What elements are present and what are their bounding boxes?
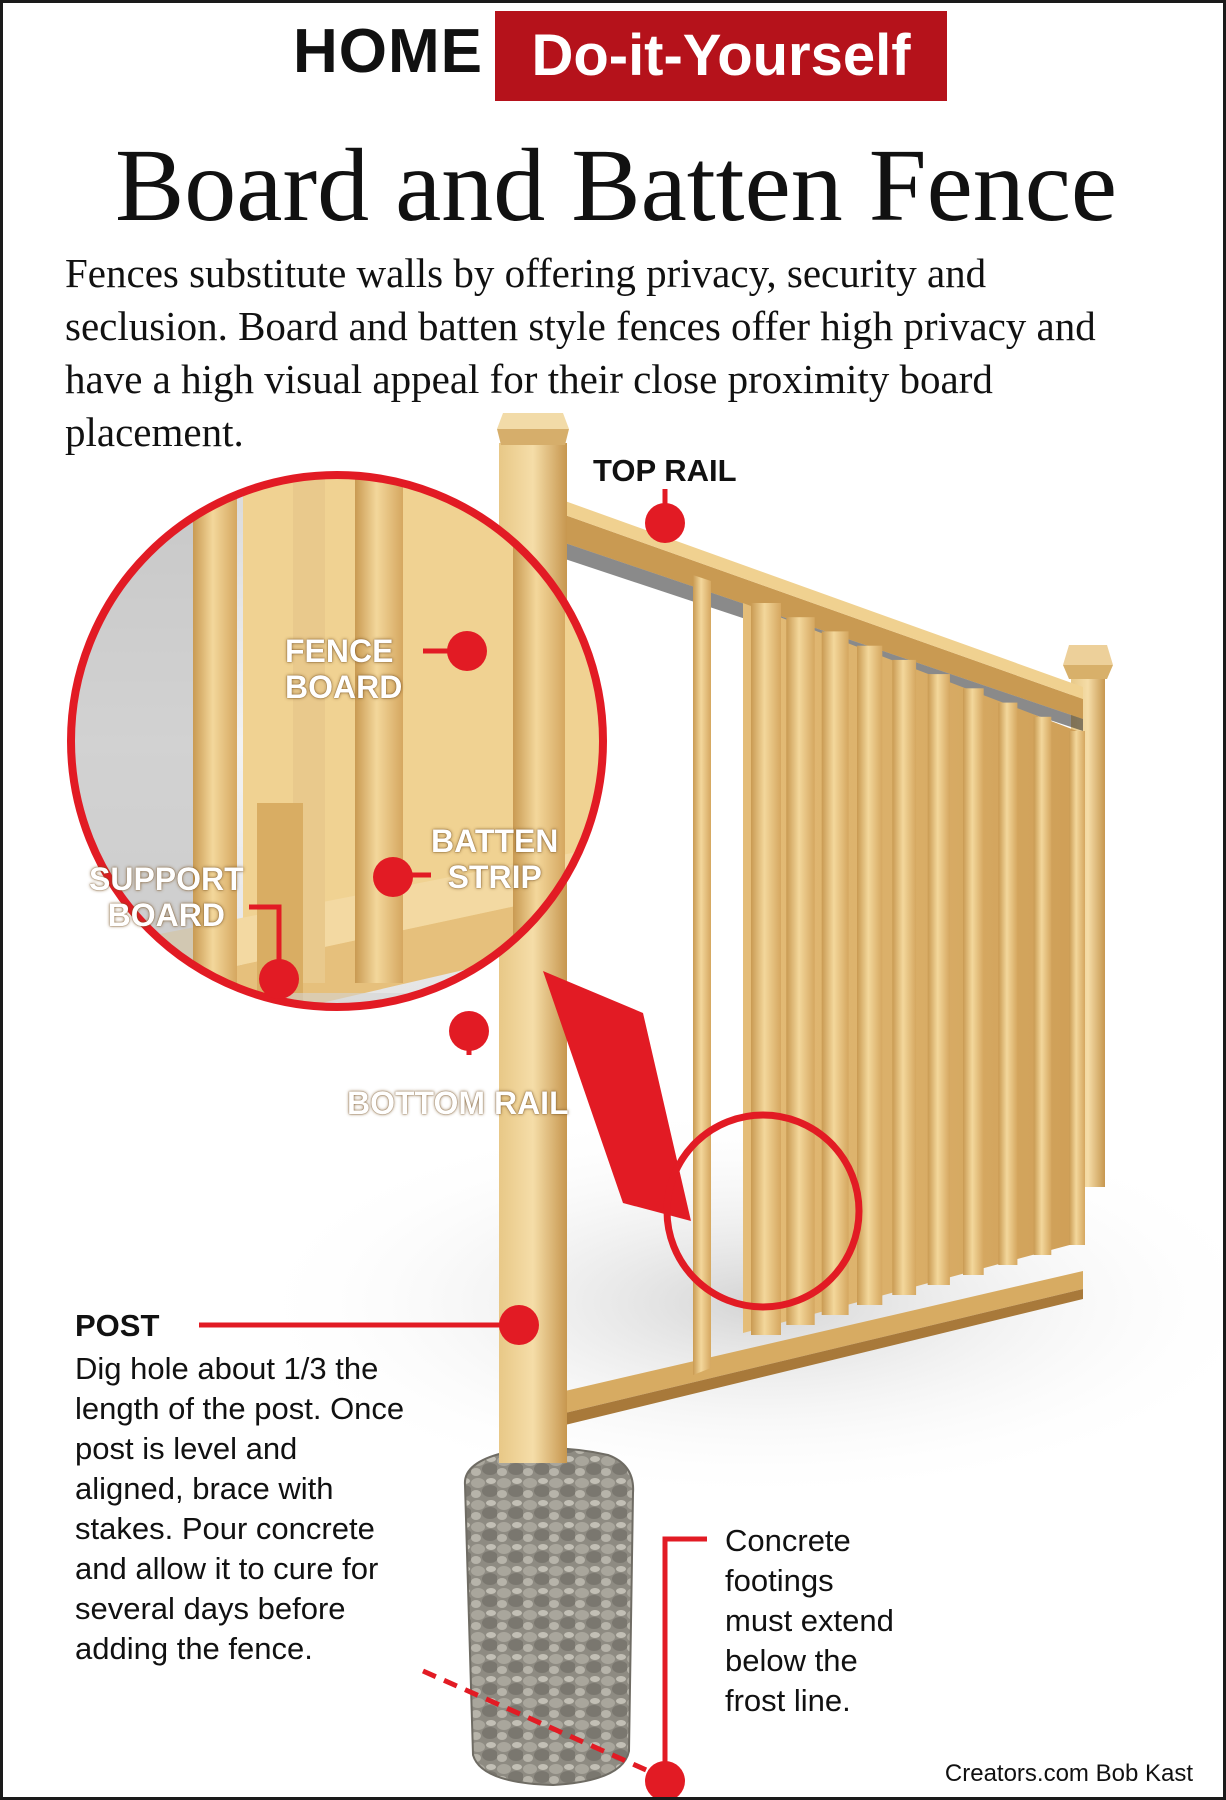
label-batten-strip-line2: STRIP <box>447 859 542 895</box>
label-batten-strip-line1: BATTEN <box>431 823 559 859</box>
label-support-board-line1: SUPPORT <box>89 861 244 897</box>
panel-boards <box>743 603 1085 1335</box>
label-support-board-line2: BOARD <box>107 897 225 933</box>
label-support-board: SUPPORT BOARD <box>89 861 244 933</box>
batten-strip <box>1033 716 1052 1255</box>
batten-strip <box>821 631 849 1315</box>
page-title: Board and Batten Fence <box>114 128 1118 243</box>
batten-strip <box>963 688 984 1275</box>
intro-paragraph: Fences substitute walls by offering priv… <box>65 250 1096 455</box>
bottom-rail <box>565 1271 1083 1425</box>
label-fence-board-line1: FENCE <box>285 633 394 669</box>
header-section-label: Do-it-Yourself <box>531 23 911 88</box>
label-bottom-rail: BOTTOM RAIL <box>347 1085 569 1121</box>
zoom-circle <box>67 471 607 1011</box>
label-batten-strip: BATTEN STRIP <box>431 823 558 895</box>
fence-illustration <box>67 413 1223 1797</box>
callout-dots <box>259 503 685 1797</box>
post-description: Dig hole about 1/3 the length of the pos… <box>75 1351 405 1666</box>
credit-line: Creators.com Bob Kast <box>944 1760 1193 1787</box>
label-fence-board-line2: BOARD <box>285 669 403 705</box>
concrete-footing <box>463 1447 635 1787</box>
post-heading: POST <box>75 1308 160 1343</box>
batten-strip <box>998 702 1018 1265</box>
header-section-badge: Do-it-Yourself <box>495 11 947 101</box>
label-fence-board: FENCE BOARD <box>285 633 402 705</box>
batten-strip <box>751 603 781 1335</box>
header-home-label: HOME <box>293 17 483 86</box>
batten-strip <box>786 617 815 1325</box>
batten-strip <box>892 659 917 1295</box>
footing-note: Concrete footings must extend below the … <box>725 1523 894 1718</box>
zoom-pointer <box>543 971 691 1221</box>
batten-strip <box>927 674 950 1285</box>
batten-strip <box>1069 731 1085 1245</box>
label-top-rail: TOP RAIL <box>593 453 737 488</box>
zoom-target-circle <box>663 1111 863 1311</box>
support-board <box>693 575 711 1375</box>
